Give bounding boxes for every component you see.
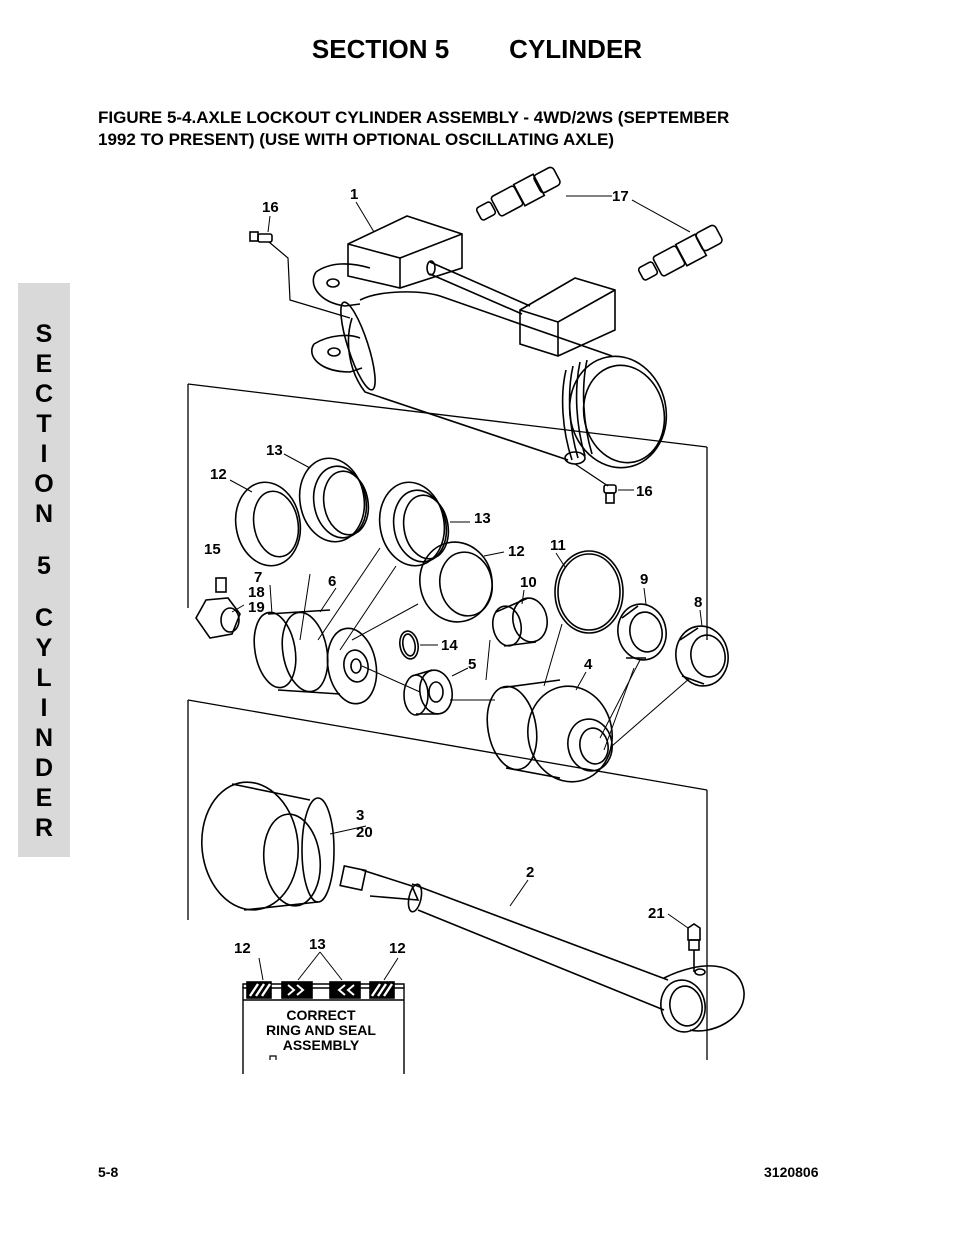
- side-tab-letter: Y: [35, 634, 53, 662]
- valve-block-right: [519, 277, 616, 357]
- side-tab-letter: C: [34, 380, 54, 408]
- lock-nut-19: [195, 597, 241, 639]
- inset-caption-line-1: CORRECT: [286, 1007, 356, 1023]
- page-number: 5-8: [98, 1164, 119, 1180]
- callout-3: 3: [356, 807, 364, 824]
- bearing-9: [617, 603, 667, 661]
- side-tab-letter: N: [34, 724, 54, 752]
- spacer-5: [403, 669, 454, 716]
- callout-2: 2: [526, 864, 534, 881]
- callout-19: 19: [248, 599, 265, 616]
- callout-5: 5: [468, 656, 476, 673]
- bleeder-screw-upper: [249, 231, 273, 243]
- wear-ring-12-left: [234, 481, 302, 567]
- piston-rod-2: [339, 864, 745, 1033]
- section-number: SECTION 5: [311, 34, 450, 64]
- callout-18: 18: [248, 584, 265, 601]
- callout-20: 20: [356, 824, 373, 841]
- callout-9: 9: [640, 571, 648, 588]
- seal-13-left: [298, 457, 370, 543]
- callout-11: 11: [550, 537, 566, 554]
- piston-6: [253, 609, 378, 705]
- wear-ring-12-right: [419, 541, 494, 623]
- callout-6: 6: [328, 573, 336, 590]
- side-tab-letter: R: [34, 814, 54, 842]
- callout-16-upper: 16: [262, 199, 279, 216]
- rod-guide-3: [200, 781, 335, 911]
- callout-15: 15: [204, 541, 221, 558]
- callout-12-lower: 12: [508, 543, 525, 560]
- o-ring-14: [399, 630, 419, 660]
- callout-10: 10: [520, 574, 537, 591]
- inset-label-12-left: 12: [234, 940, 251, 957]
- document-number: 3120806: [764, 1164, 819, 1180]
- side-tab-letter: I: [40, 440, 48, 468]
- cylinder-barrel: [311, 263, 668, 469]
- callout-17: 17: [612, 188, 629, 205]
- figure-title-line-1: FIGURE 5-4.AXLE LOCKOUT CYLINDER ASSEMBL…: [98, 108, 730, 127]
- seal-8: [675, 625, 729, 687]
- side-tab-letter: N: [34, 500, 54, 528]
- section-title: CYLINDER: [509, 34, 643, 64]
- inset-label-12-right: 12: [389, 940, 406, 957]
- inset-caption-line-2: RING AND SEAL: [266, 1022, 376, 1038]
- callout-14: 14: [441, 637, 458, 654]
- side-tab-letter: E: [35, 784, 53, 812]
- setscrew-15: [215, 577, 227, 593]
- callout-1: 1: [350, 186, 358, 203]
- bleeder-screw-lower: [603, 484, 617, 504]
- callout-8: 8: [694, 594, 702, 611]
- grease-fitting-21: [687, 923, 701, 972]
- valve-block-left: [347, 215, 463, 289]
- callout-13-lower: 13: [474, 510, 491, 527]
- cartridge-valve-lower: [637, 224, 723, 281]
- bushing-10: [491, 597, 548, 647]
- side-tab-letter: 5: [37, 552, 51, 580]
- side-tab-letter: E: [35, 350, 53, 378]
- callout-7: 7: [254, 569, 262, 586]
- side-tab-letter: I: [40, 694, 48, 722]
- leader-lines: [229, 195, 703, 929]
- side-tab-letter: L: [36, 664, 52, 692]
- o-ring-11: [554, 550, 624, 634]
- callout-4: 4: [584, 656, 593, 673]
- figure-title: FIGURE 5-4.AXLE LOCKOUT CYLINDER ASSEMBL…: [98, 107, 818, 151]
- callout-13-upper: 13: [266, 442, 283, 459]
- piston-exploded-frame: [187, 383, 708, 1060]
- figure-title-line-2: 1992 TO PRESENT) (USE WITH OPTIONAL OSCI…: [98, 130, 615, 149]
- side-tab-letter: T: [36, 410, 52, 438]
- side-tab-letter: C: [34, 604, 54, 632]
- inset-caption-line-3: ASSEMBLY: [283, 1037, 360, 1053]
- callout-12-upper: 12: [210, 466, 227, 483]
- seal-13-right: [378, 481, 450, 567]
- ring-seal-assembly-inset: [242, 951, 405, 1074]
- side-tab-letter: D: [34, 754, 54, 782]
- cartridge-valve-upper: [475, 166, 561, 221]
- side-tab-letter: O: [34, 470, 54, 498]
- inset-label-13: 13: [309, 936, 326, 953]
- callout-16-lower: 16: [636, 483, 653, 500]
- side-tab-letter: S: [35, 320, 53, 348]
- page-header: SECTION 5 CYLINDER: [0, 34, 954, 65]
- cylinder-head-4: [486, 679, 613, 783]
- callout-21: 21: [648, 905, 665, 922]
